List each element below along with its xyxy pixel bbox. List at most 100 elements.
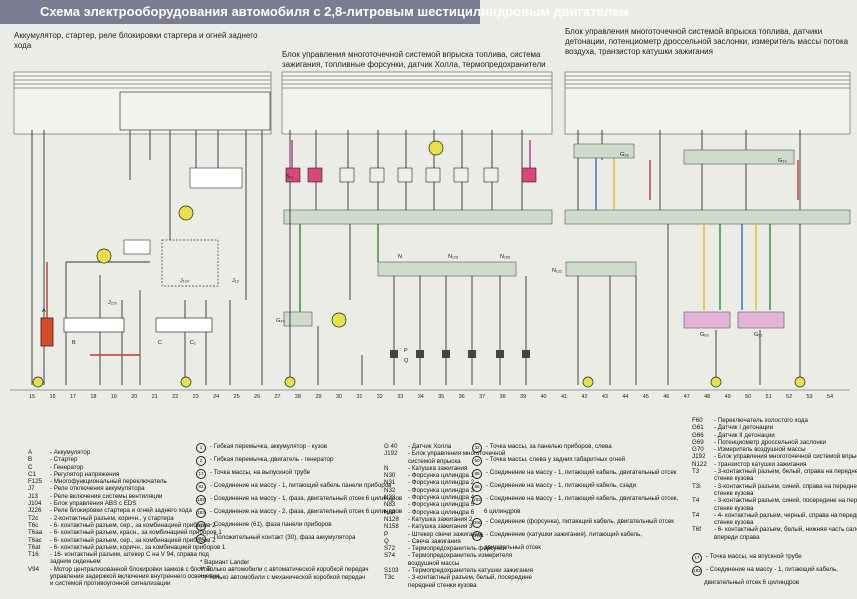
legend-value: - Стартер bbox=[50, 456, 78, 464]
legend-entry: 182- Соединение на массу - 1, фаза, двиг… bbox=[196, 495, 402, 505]
legend-entry: N30- Форсунка цилиндра 1 bbox=[384, 472, 514, 479]
legend-value: - Форсунка цилиндра 5 bbox=[408, 501, 475, 509]
legend-key: J226 bbox=[28, 507, 42, 515]
legend-value: 6 цилиндров bbox=[484, 508, 521, 515]
legend-entry: N158- Катушка зажигания 3 bbox=[384, 523, 514, 530]
legend-value: - Переключатель холостого хода bbox=[714, 417, 808, 424]
legend-value: - Штекер свечи зажигания bbox=[408, 530, 483, 538]
legend-value: двигательный отсек bbox=[484, 544, 541, 552]
legend-entry: T6aa- 6- контактный разъем, красн., за к… bbox=[28, 529, 222, 537]
legend-entry: 183- Соединение на массу - 2, фаза, двиг… bbox=[196, 508, 402, 518]
legend-value: передней стенки кузова bbox=[408, 581, 477, 589]
legend-value: - Соединение на массу - 1, питающий кабе… bbox=[486, 495, 679, 502]
legend-key: G 40 bbox=[384, 443, 398, 450]
legend-entry: 6 цилиндров bbox=[472, 508, 692, 515]
caption-middle: Блок управления многоточечной системой в… bbox=[282, 50, 546, 69]
legend-entry: задним сиденьем bbox=[28, 558, 193, 565]
title-bar bbox=[0, 0, 480, 24]
battery-a bbox=[40, 317, 54, 347]
ground-symbols bbox=[32, 140, 806, 388]
legend-value: - Блок управления многоточечной bbox=[408, 450, 506, 458]
legend-value: - Точка массы, на впускной трубе bbox=[706, 553, 802, 560]
legend-entry: 182- Соединение на массу - 1, питающий к… bbox=[692, 566, 852, 576]
strip-number: 34 bbox=[418, 394, 424, 400]
legend-key bbox=[384, 458, 408, 465]
legend-key: N122 bbox=[692, 460, 707, 468]
legend-value: - Соединение на массу - 1, фаза, двигате… bbox=[210, 495, 403, 502]
legend-value: - Соединение (форсунка), питающий кабель… bbox=[486, 518, 674, 526]
label-g28: G₂₈ bbox=[620, 152, 629, 158]
legend-key: T6ac bbox=[28, 536, 42, 544]
injectors bbox=[285, 167, 537, 183]
legend-key: P2 bbox=[196, 534, 206, 544]
legend-note: ** Только автомобили с автоматической ко… bbox=[200, 566, 369, 574]
legend-value: - Термопредохранитель измерителя bbox=[408, 552, 513, 560]
legend-key: F60 bbox=[692, 417, 703, 424]
legend-note: * Вариант Lander bbox=[200, 559, 250, 566]
legend-key: V94 bbox=[28, 565, 40, 573]
legend-entry: и системой противоугонной сигнализации bbox=[28, 580, 193, 587]
legend-entry: воздушной массы bbox=[384, 560, 514, 567]
legend-entry: 50- Точка массы, слева у задних габаритн… bbox=[472, 456, 692, 466]
label-a: A bbox=[42, 308, 46, 314]
legend-entry: T6c- 6- контактный разъем, сер., за комб… bbox=[28, 522, 216, 529]
legend-value: стенке кузова bbox=[714, 504, 754, 512]
legend-entry: F60 - Переключатель холостого хода bbox=[692, 417, 852, 424]
label-n128: N₁₂₈ bbox=[448, 254, 458, 260]
legend-key: T6aa bbox=[28, 529, 43, 537]
strip-number: 46 bbox=[663, 394, 669, 400]
strip-number: 33 bbox=[397, 394, 403, 400]
strip-number: 16 bbox=[49, 394, 55, 400]
legend-key bbox=[692, 505, 714, 512]
legend-entry: D101- Соединение (катушки зажигания), пи… bbox=[472, 531, 692, 542]
legend-entry: N32- Форсунка цилиндра 3 bbox=[384, 487, 514, 494]
legend-value: - Форсунка цилиндра 3 bbox=[408, 486, 475, 494]
label-g61: G₆₁ bbox=[754, 332, 762, 338]
legend-value: стенке кузова bbox=[714, 475, 754, 483]
legend-entry: J226- Реле блокировки стартера и огней з… bbox=[28, 507, 193, 514]
legend-value: - 6- контактный разъем, белый, нижняя ча… bbox=[714, 526, 857, 534]
legend-entry: N83- Форсунка цилиндра 5 bbox=[384, 501, 514, 508]
strip-number: 40 bbox=[540, 394, 546, 400]
legend-entry: S74- Термопредохранитель измерителя bbox=[384, 552, 514, 559]
legend-value: - Форсунка цилиндра 4 bbox=[408, 494, 475, 502]
strip-number: 26 bbox=[254, 394, 260, 400]
legend-entry: 2- Гибкая перемычка, двигатель - генерат… bbox=[196, 456, 376, 466]
strip-number: 54 bbox=[827, 394, 833, 400]
legend-value: - Термопредохранитель катушки зажигания bbox=[408, 567, 533, 575]
legend-key bbox=[28, 558, 50, 565]
legend-value: - 4- контактный разъем, черный, справа н… bbox=[714, 511, 857, 519]
legend-entry: G69- Потенциометр дроссельной заслонки bbox=[692, 439, 852, 446]
legend-value: стенке кузова bbox=[714, 519, 754, 527]
wiring-diagram: B C C₁ A J₂₂₀ J₁₀₄ J₁₃ bbox=[10, 71, 851, 400]
legend-key: G70 bbox=[692, 446, 704, 454]
legend-entry: C1- Регулятор напряжения bbox=[28, 471, 193, 478]
label-j13: J₁₃ bbox=[232, 278, 239, 284]
legend-key bbox=[472, 544, 484, 551]
wires-left-red bbox=[46, 262, 140, 356]
label-g66: G₆₆ bbox=[700, 332, 709, 338]
legend-entry: стенке кузова bbox=[692, 519, 852, 526]
legend-entry: T3i- 3-контактный разъем, синий, справа … bbox=[692, 483, 857, 490]
legend-key: 183 bbox=[196, 508, 206, 518]
legend-value: - Катушка зажигания 2 bbox=[408, 515, 473, 523]
legend-key bbox=[384, 560, 408, 567]
legend-key: T4 bbox=[692, 497, 700, 505]
legend-value: управления задержкой включения внутренне… bbox=[50, 573, 220, 581]
label-n158: N₁₅₈ bbox=[500, 254, 510, 260]
legend-entry: N31- Форсунка цилиндра 2 bbox=[384, 479, 514, 486]
legend-key: A17 bbox=[196, 521, 206, 531]
legend-entry: G 40- Датчик Холла bbox=[384, 443, 514, 450]
legend-key: J192 bbox=[692, 453, 706, 461]
legend-entry: N122- транзистор катушки зажигания bbox=[692, 461, 852, 468]
legend-value: - Соединение на массу - 1, питающий кабе… bbox=[486, 482, 636, 489]
legend-entry: J192- Блок управления многоточечной сист… bbox=[692, 453, 857, 461]
caption-left: Аккумулятор, стартер, реле блокировки ст… bbox=[14, 31, 258, 50]
legend-entry: D60- Соединение (форсунка), питающий каб… bbox=[472, 518, 692, 529]
legend-value: системой впрыска bbox=[408, 457, 461, 465]
legend-entry: стенке кузова bbox=[692, 490, 852, 497]
legend-key: T6at bbox=[28, 543, 41, 551]
legend-key: J104 bbox=[28, 500, 42, 508]
